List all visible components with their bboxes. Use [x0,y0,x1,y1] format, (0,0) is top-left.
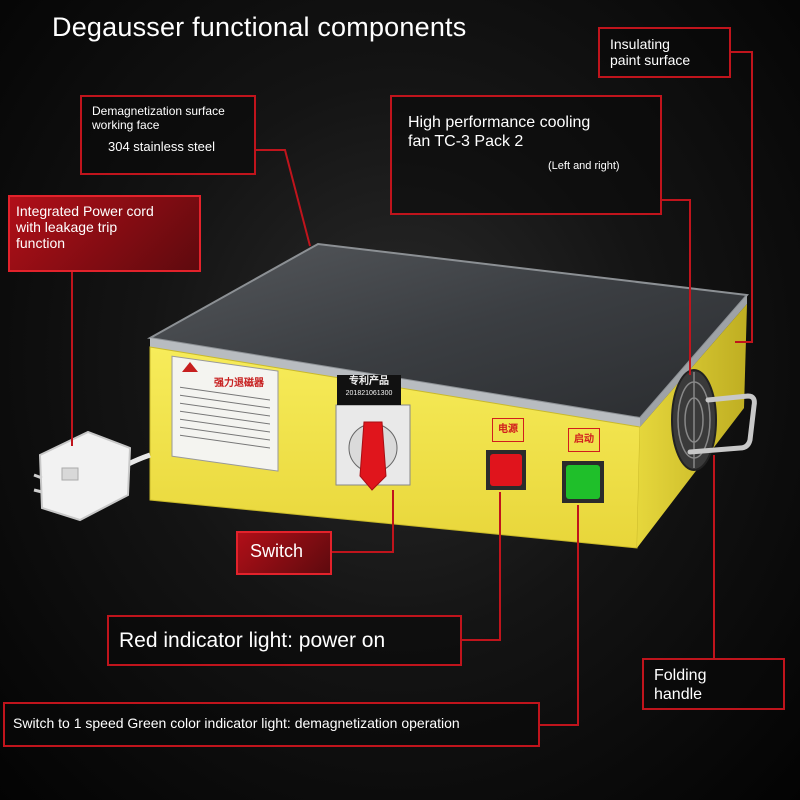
plug-test-button [61,467,79,481]
callout-cooling-fan: High performance cooling fan TC-3 Pack 2… [390,95,662,215]
nameplate [171,355,279,472]
patent-number: 201821061300 [345,390,393,397]
callout-line: Integrated Power cord [16,203,154,219]
callout-line: function [16,235,66,251]
callout-line: Insulating [610,36,670,52]
leader-switch [332,490,394,553]
nameplate-title: 强力退磁器 [214,378,264,389]
callout-label: Switch [250,541,304,561]
callout-material: 304 stainless steel [108,139,215,154]
patent-label-text: 专利产品 [349,376,389,387]
callout-line: High performance cooling [408,114,591,131]
rotary-switch-knob [359,421,387,491]
red-indicator-light [490,454,522,486]
callout-line: with leakage trip [16,219,118,235]
leader-fan [662,199,691,375]
start-button-tag: 启动 [568,428,600,452]
page-title: Degausser functional components [52,12,467,42]
nameplate-lines [180,386,270,449]
callout-power-cord: Integrated Power cord with leakage trip … [8,195,201,272]
callout-line: Folding [654,667,707,684]
callout-label: Switch to 1 speed Green color indicator … [13,715,460,731]
callout-line: working face [92,118,160,132]
callout-line: Demagnetization surface [92,104,225,118]
folding-handle-icon [687,393,757,455]
callout-line: fan TC-3 Pack 2 [408,133,524,150]
callout-line: paint surface [610,52,691,68]
leakage-plug-icon [38,430,132,522]
plate-rim-side [640,295,747,427]
callout-insulating-paint: Insulating paint surface [598,27,731,78]
callout-line: handle [654,686,703,703]
brand-logo-icon [182,362,198,372]
callout-red-indicator: Red indicator light: power on [107,615,462,666]
patent-label: 专利产品 201821061300 [337,375,401,405]
callout-folding-handle: Folding handle [642,658,785,710]
callout-green-indicator: Switch to 1 speed Green color indicator … [3,702,540,747]
leader-demag [256,149,311,247]
callout-note: (Left and right) [548,160,620,172]
callout-demagnetization-surface: Demagnetization surface working face 304… [80,95,256,175]
leader-red-light [462,492,501,641]
callout-switch: Switch [236,531,332,575]
leader-insulating [731,51,753,343]
leader-green-light [540,505,579,726]
callout-label: Red indicator light: power on [119,629,386,652]
power-button-tag: 电源 [492,418,524,442]
green-indicator-light [566,465,600,499]
